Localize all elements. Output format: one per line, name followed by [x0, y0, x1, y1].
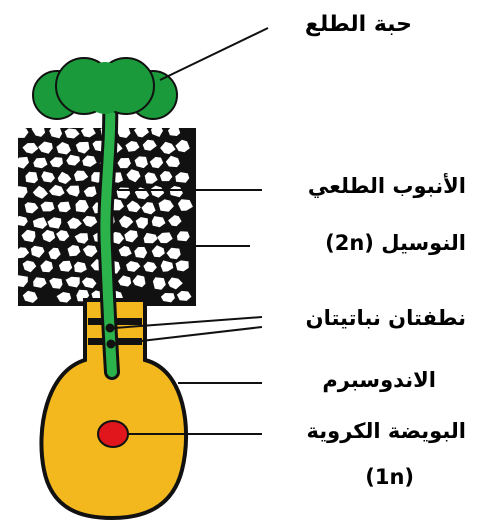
label-pollen-tube: الأنبوب الطلعي [308, 176, 466, 197]
sperm-nucleus [107, 340, 116, 349]
label-egg-cell: البويضة الكروية [307, 421, 466, 442]
leader-pollen-grain [160, 28, 268, 80]
nucellus-cell [168, 126, 180, 136]
label-nucellus: النوسيل (2n) [325, 233, 466, 254]
sperm-nucleus [106, 324, 115, 333]
egg-cell [98, 421, 128, 447]
label-sperm-nuclei: نطفتان نباتيتان [306, 308, 466, 329]
label-pollen-grain: حبة الطلع [305, 14, 412, 36]
pollen-grain [33, 58, 177, 119]
label-endosperm: الاندوسبرم [322, 370, 436, 391]
label-egg-ploidy: (1n) [365, 467, 414, 488]
